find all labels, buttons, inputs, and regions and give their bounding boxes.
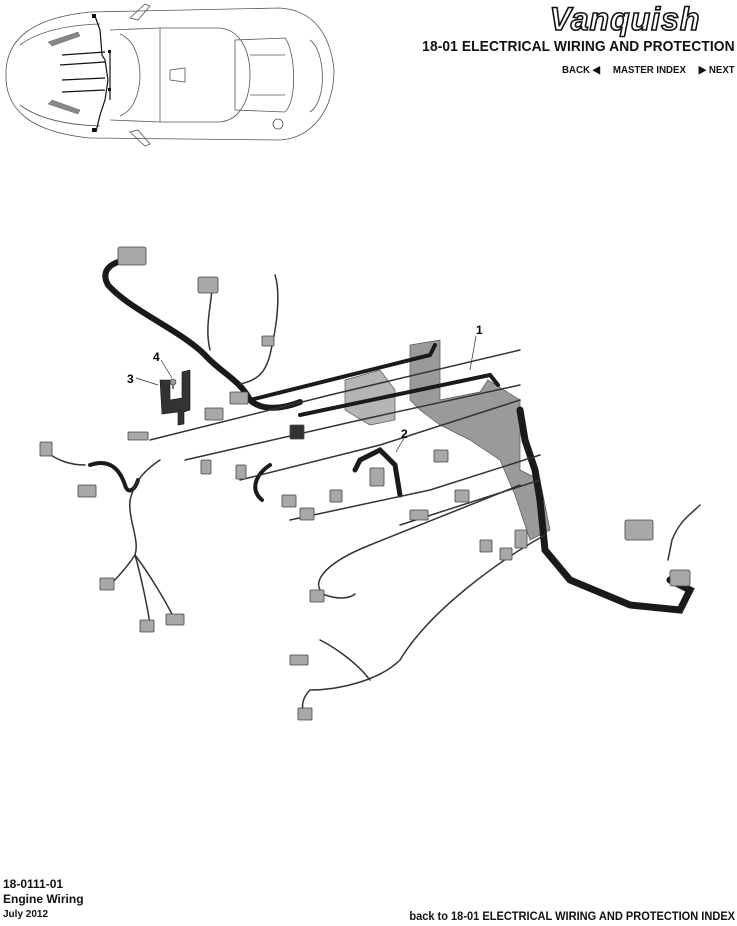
callout-3: 3 bbox=[127, 372, 134, 386]
back-to-index-link[interactable]: back to 18-01 ELECTRICAL WIRING AND PROT… bbox=[409, 909, 735, 923]
document-name: Engine Wiring bbox=[3, 892, 84, 906]
callout-2: 2 bbox=[401, 427, 408, 441]
document-code: 18-0111-01 bbox=[3, 877, 64, 891]
bracket-part-3 bbox=[159, 369, 191, 426]
section-title: 18-01 ELECTRICAL WIRING AND PROTECTION bbox=[422, 38, 735, 55]
vanquish-logo: Vanquish bbox=[549, 2, 701, 38]
document-info: 18-0111-01 Engine Wiring July 2012 bbox=[3, 877, 84, 922]
svg-text:Vanquish: Vanquish bbox=[550, 2, 701, 37]
bolt-part-4 bbox=[169, 378, 177, 389]
document-date: July 2012 bbox=[3, 909, 49, 920]
master-index-link[interactable]: MASTER INDEX bbox=[613, 64, 687, 76]
engine-wiring-diagram: 1 2 3 4 bbox=[39, 246, 701, 721]
callout-1: 1 bbox=[476, 323, 483, 337]
page-navigation: BACK ◀ MASTER INDEX ▶ NEXT bbox=[562, 64, 735, 76]
car-locator-thumbnail bbox=[5, 3, 335, 147]
back-link[interactable]: BACK ◀ bbox=[562, 64, 601, 76]
connectors bbox=[39, 246, 691, 721]
next-link[interactable]: ▶ NEXT bbox=[699, 64, 735, 76]
harness-support-bracket bbox=[344, 339, 551, 541]
callout-4: 4 bbox=[153, 350, 160, 364]
